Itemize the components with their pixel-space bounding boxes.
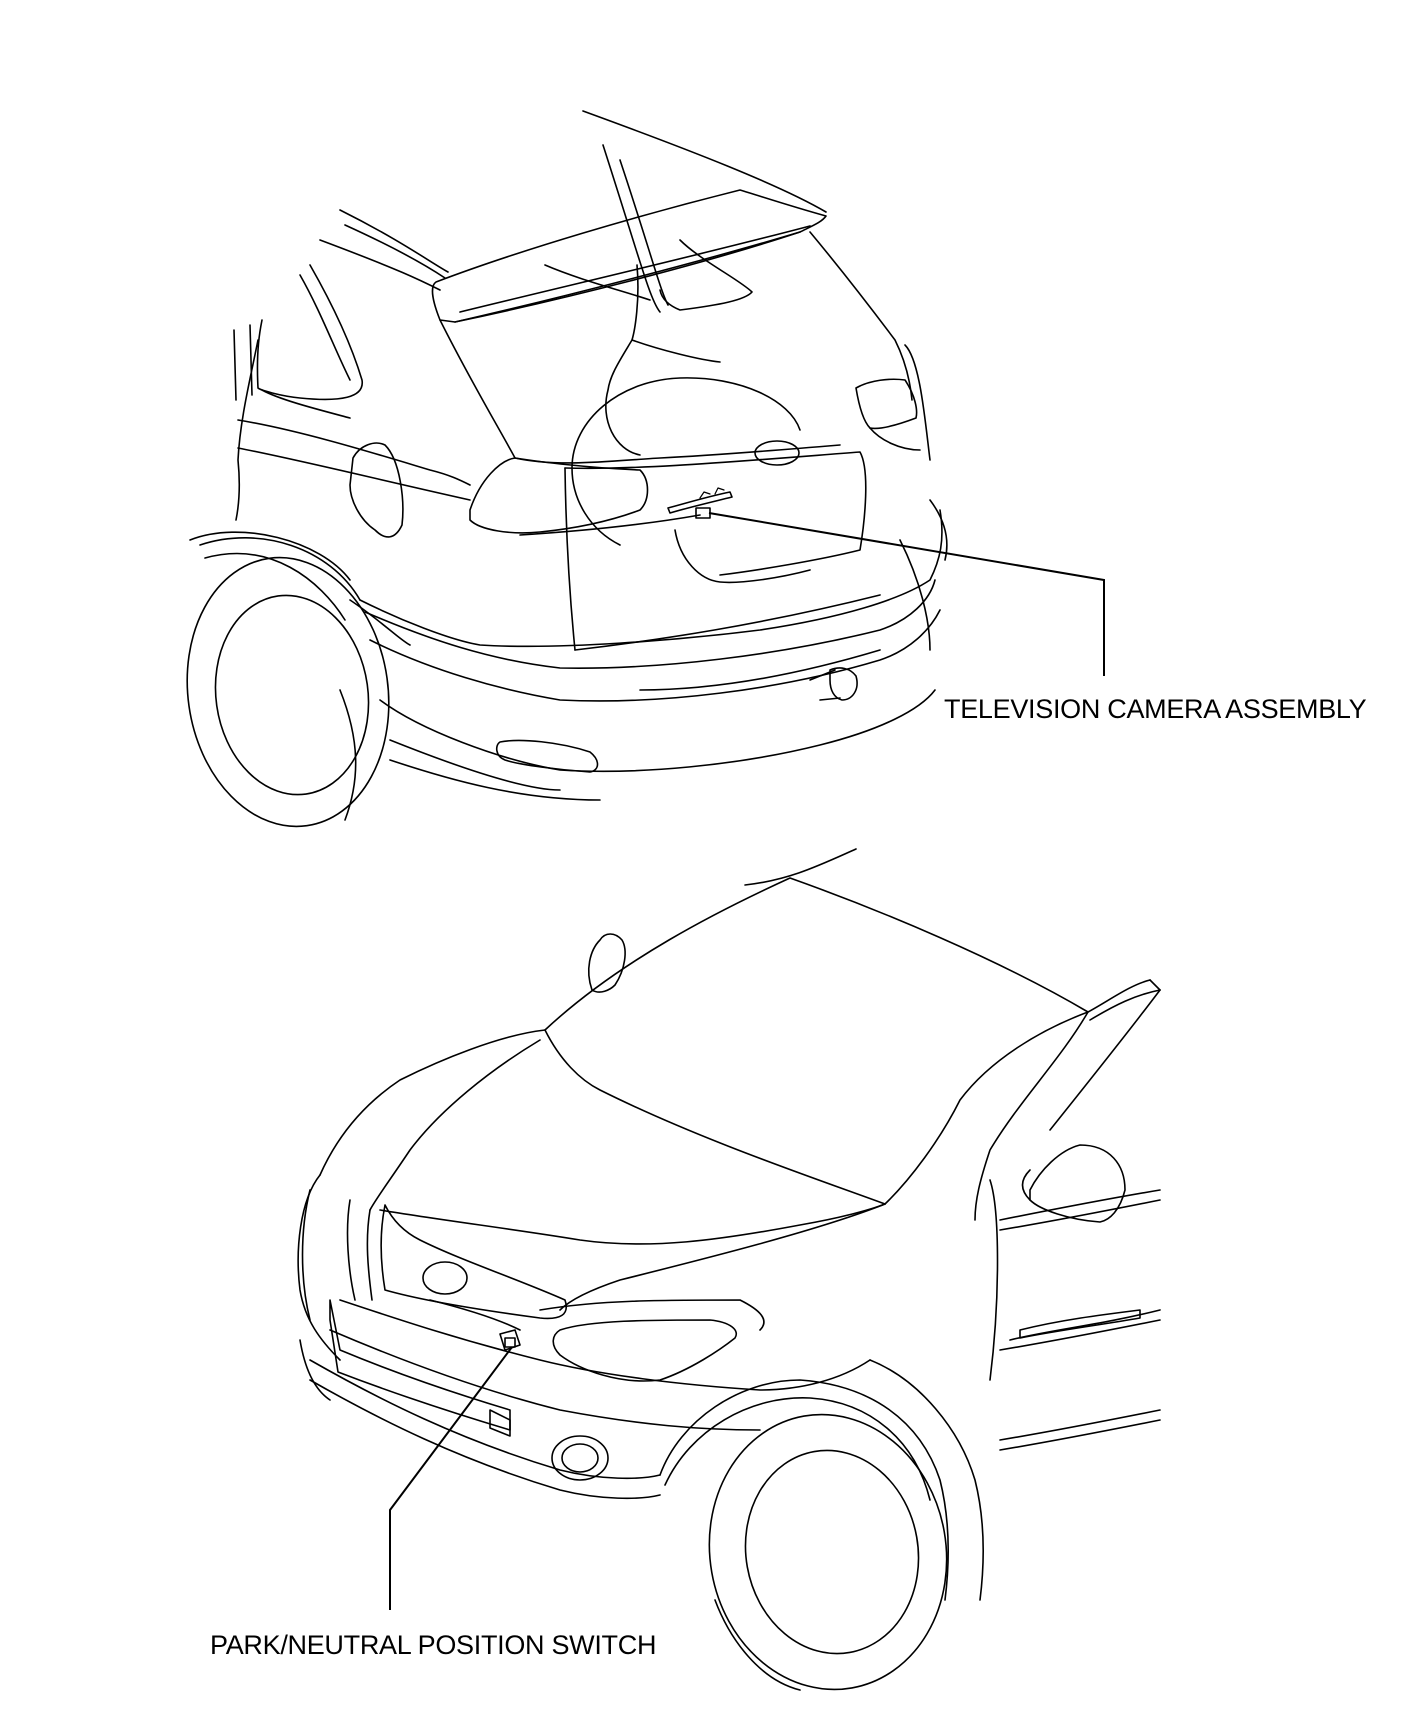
rear-vehicle-illustration: [186, 110, 948, 828]
camera-callout-label: TELEVISION CAMERA ASSEMBLY: [944, 694, 1367, 724]
camera-leader-line: [708, 512, 1105, 676]
switch-leader-line: [389, 1346, 513, 1610]
switch-callout-label: PARK/NEUTRAL POSITION SWITCH: [210, 1630, 656, 1660]
front-vehicle-illustration: [297, 848, 1161, 1691]
